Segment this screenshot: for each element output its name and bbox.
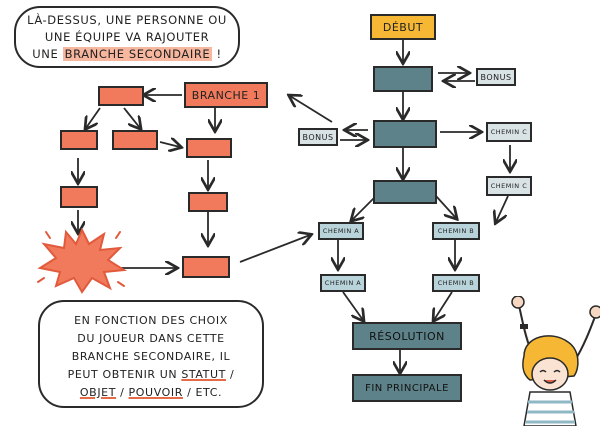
branch-node-row2-1 [60, 130, 98, 150]
bonus-node-top: BONUS [476, 68, 516, 86]
path-b-1-label: CHEMIN B [437, 227, 475, 235]
bottom-bubble-line-5: OBJET / POUVOIR / ETC. [40, 384, 262, 402]
main-node-3 [373, 180, 437, 204]
path-a-node-1: CHEMIN A [318, 222, 364, 240]
end-node: FIN PRINCIPALE [352, 374, 462, 402]
line-4-prefix: PEUT OBTENIR UN [67, 368, 182, 381]
path-c-1-label: CHEMIN C [490, 128, 528, 136]
bottom-bubble-line-2: DU JOUEUR DANS CETTE [77, 332, 225, 345]
path-b-2-label: CHEMIN B [437, 279, 475, 287]
path-a-2-label: CHEMIN A [324, 279, 362, 287]
bonus-left-label: BONUS [302, 132, 334, 142]
objet-word: OBJET [79, 386, 117, 399]
branch-node-row2-3 [186, 138, 232, 158]
path-a-node-2: CHEMIN A [320, 274, 366, 292]
branch-node-row3-1 [60, 186, 98, 208]
bonus-node-left: BONUS [298, 128, 338, 146]
bottom-bubble-line-1: EN FONCTION DES CHOIX [74, 314, 228, 327]
branch-1-label: BRANCHE 1 [191, 88, 261, 102]
top-bubble-line-2: UNE ÉQUIPE VA RAJOUTER [44, 30, 210, 44]
top-speech-bubble: LÀ-DESSUS, UNE PERSONNE OU UNE ÉQUIPE VA… [14, 6, 240, 68]
resolution-label: RÉSOLUTION [369, 329, 445, 343]
end-label: FIN PRINCIPALE [365, 382, 449, 394]
resolution-node: RÉSOLUTION [352, 322, 462, 350]
line-5-sep: / [116, 386, 129, 399]
top-bubble-line-3: UNE BRANCHE SECONDAIRE ! [16, 46, 238, 63]
bottom-bubble-line-3: BRANCHE SECONDAIRE, IL [71, 350, 231, 363]
path-c-node-2: CHEMIN C [486, 176, 532, 196]
statut-word: STATUT [181, 368, 226, 381]
path-b-node-2: CHEMIN B [432, 274, 480, 292]
top-bubble-line-1: LÀ-DESSUS, UNE PERSONNE OU [27, 13, 227, 27]
bonus-top-label: BONUS [480, 72, 512, 82]
cheering-character-illustration [511, 296, 600, 426]
start-node: DÉBUT [370, 14, 436, 40]
path-b-node-1: CHEMIN B [432, 222, 480, 240]
explosion-burst-icon [37, 227, 128, 294]
branch-node-top-left [98, 86, 144, 106]
path-c-node-1: CHEMIN C [486, 122, 532, 142]
bottom-speech-bubble: EN FONCTION DES CHOIX DU JOUEUR DANS CET… [38, 300, 264, 408]
line-5-suffix: / ETC. [182, 386, 223, 399]
main-node-2 [373, 120, 437, 148]
top-bubble-line-3-suffix: ! [212, 47, 222, 61]
path-a-1-label: CHEMIN A [322, 227, 360, 235]
branche-secondaire-highlight: BRANCHE SECONDAIRE [62, 47, 213, 61]
branch-node-row3-2 [188, 192, 228, 212]
main-node-1 [373, 66, 433, 92]
top-bubble-line-3-prefix: UNE [32, 47, 63, 61]
branch-1-node: BRANCHE 1 [184, 82, 268, 108]
pouvoir-word: POUVOIR [128, 386, 183, 399]
bottom-bubble-line-4: PEUT OBTENIR UN STATUT / [40, 366, 262, 384]
start-label: DÉBUT [382, 20, 424, 34]
branch-node-row4 [182, 256, 230, 278]
path-c-2-label: CHEMIN C [490, 182, 528, 190]
line-4-suffix: / [225, 368, 235, 381]
branch-node-row2-2 [112, 130, 158, 150]
